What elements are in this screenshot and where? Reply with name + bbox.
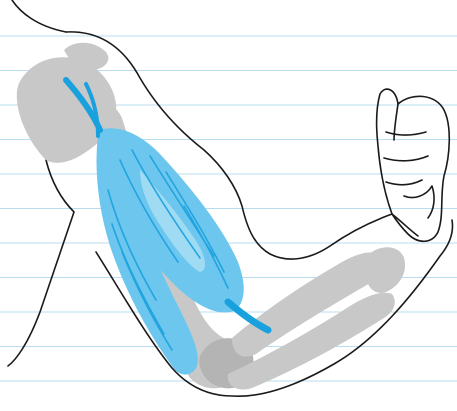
finger-crease-3 bbox=[384, 156, 428, 161]
finger-crease-2 bbox=[386, 132, 426, 135]
finger-crease-4 bbox=[386, 180, 422, 185]
forearm-top-outline bbox=[392, 214, 418, 236]
neck-shoulder-line bbox=[12, 0, 66, 32]
thumb-outline bbox=[404, 186, 434, 218]
armpit-outline bbox=[8, 160, 74, 366]
wrist-bones bbox=[366, 247, 405, 293]
fist-outline bbox=[377, 89, 450, 241]
biceps-muscle bbox=[66, 80, 268, 375]
